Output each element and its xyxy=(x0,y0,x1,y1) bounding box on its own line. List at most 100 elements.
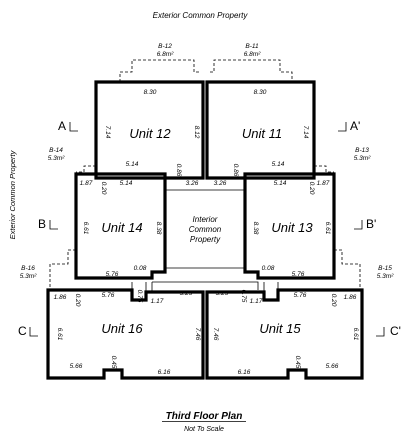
dim-u11-d2: 3.26 xyxy=(214,180,227,187)
dim-u13-b1: 0.08 xyxy=(262,265,275,272)
balcony-b16-area: 5.3m² xyxy=(20,273,37,280)
dim-u14-right: 8.38 xyxy=(155,222,162,235)
unit-12-label: Unit 12 xyxy=(129,126,171,141)
dim-u12-bottom: 5.14 xyxy=(126,161,139,168)
section-c-left-line xyxy=(29,327,38,337)
corridor-detail-right xyxy=(263,282,279,292)
section-marker-a-left: A xyxy=(58,119,66,133)
balcony-b16-name: B-16 xyxy=(21,265,35,272)
balcony-b16-outline xyxy=(49,249,76,290)
dim-u11-bottom: 5.14 xyxy=(272,161,285,168)
dim-u14-tl: 1.87 xyxy=(80,180,93,187)
dim-u15-t1: 3.25 xyxy=(216,290,229,297)
dim-u16-right: 7.46 xyxy=(194,328,201,341)
dim-u13-tr: 1.87 xyxy=(317,180,330,187)
dim-u11-right: 7.14 xyxy=(302,126,309,139)
section-c-right-line xyxy=(376,327,385,337)
dim-u16-tl: 1.86 xyxy=(54,294,67,301)
dim-u12-d2: 3.26 xyxy=(186,180,199,187)
balcony-b14-area: 5.3m² xyxy=(48,155,65,162)
dim-u15-b1: 6.16 xyxy=(238,369,251,376)
balcony-b14-name: B-14 xyxy=(49,147,63,154)
balcony-b12-name: B-12 xyxy=(158,43,172,50)
dim-u13-t1: 5.14 xyxy=(274,180,287,187)
dim-u13-left: 8.38 xyxy=(252,222,259,235)
dim-u15-left: 7.46 xyxy=(212,328,219,341)
balcony-b12-outline xyxy=(119,59,200,82)
dim-u15-b3: 5.66 xyxy=(326,363,339,370)
unit-13-label: Unit 13 xyxy=(271,220,313,235)
exterior-common-property-top-label: Exterior Common Property xyxy=(153,11,249,20)
plan-title: Third Floor Plan xyxy=(166,411,243,422)
corridor-detail-left xyxy=(131,282,153,292)
unit-13-walls xyxy=(243,172,336,280)
balcony-b11-area: 6.8m² xyxy=(244,51,261,58)
section-marker-b-left: B xyxy=(38,217,46,231)
dim-u15-tr: 1.86 xyxy=(344,294,357,301)
dim-u15-b2: 0.45 xyxy=(294,356,301,369)
interior-label-line2: Common xyxy=(189,225,222,234)
dim-u12-left: 7.14 xyxy=(104,126,111,139)
unit-15-label: Unit 15 xyxy=(259,321,301,336)
unit-11-walls xyxy=(205,80,316,180)
dim-u12-right: 8.12 xyxy=(193,126,200,139)
section-marker-c-right: C' xyxy=(390,324,401,338)
interior-common-property-outline xyxy=(152,189,259,290)
dim-u16-left: 6.61 xyxy=(56,328,63,341)
section-marker-c-left: C xyxy=(18,324,27,338)
balcony-b15-outline xyxy=(334,249,361,290)
dim-u13-right: 6.61 xyxy=(324,222,331,235)
dim-u11-top: 8.30 xyxy=(254,89,267,96)
balcony-b14-outline xyxy=(76,165,96,173)
unit-11-label: Unit 11 xyxy=(242,126,282,141)
dim-u14-t1: 0.20 xyxy=(100,182,107,195)
balcony-b13-area: 5.3m² xyxy=(354,155,371,162)
dim-u15-right: 6.61 xyxy=(352,328,359,341)
dim-u14-bottom: 5.76 xyxy=(106,271,119,278)
section-a-left-line xyxy=(69,122,78,132)
section-b-right-line xyxy=(354,220,363,230)
section-marker-a-right: A' xyxy=(350,119,360,133)
balcony-b12-area: 6.8m² xyxy=(157,51,174,58)
section-a-right-line xyxy=(338,122,347,132)
section-marker-b-right: B' xyxy=(366,217,376,231)
dim-u15-t4: 5.76 xyxy=(294,292,307,299)
dim-u16-b3: 6.16 xyxy=(158,369,171,376)
balcony-b11-outline xyxy=(210,59,293,82)
dim-u16-t4: 1.17 xyxy=(151,298,164,305)
dim-u16-b1: 5.66 xyxy=(70,363,83,370)
plan-subtitle: Not To Scale xyxy=(184,426,224,433)
unit-14-walls xyxy=(74,172,167,280)
balcony-b13-outline xyxy=(314,165,334,173)
dim-u14-b1: 0.08 xyxy=(134,265,147,272)
dim-u14-t2: 5.14 xyxy=(120,180,133,187)
dim-u15-t2: 0.75 xyxy=(240,290,247,303)
balcony-b13-name: B-13 xyxy=(355,147,369,154)
dim-u13-t2: 0.20 xyxy=(308,182,315,195)
dim-u14-left: 6.61 xyxy=(82,222,89,235)
dim-u16-t5: 3.25 xyxy=(180,290,193,297)
dim-u16-t2: 5.76 xyxy=(102,292,115,299)
interior-label-line3: Property xyxy=(190,235,221,244)
balcony-b15-area: 5.3m² xyxy=(377,273,394,280)
interior-label-line1: Interior xyxy=(193,215,218,224)
balcony-b15-name: B-15 xyxy=(378,265,392,272)
dim-u11-d1: 0.86 xyxy=(232,164,239,177)
dim-u16-t3: 0.75 xyxy=(136,290,143,303)
dim-u16-b2: 0.45 xyxy=(110,356,117,369)
dim-u15-t5: 0.20 xyxy=(330,294,337,307)
unit-16-walls xyxy=(46,288,205,380)
exterior-common-property-left-label: Exterior Common Property xyxy=(8,149,17,239)
unit-16-label: Unit 16 xyxy=(101,321,143,336)
balcony-b11-name: B-11 xyxy=(245,43,259,50)
dim-u16-t1: 0.20 xyxy=(74,294,81,307)
dim-u12-top: 8.30 xyxy=(144,89,157,96)
section-b-left-line xyxy=(49,220,58,230)
dim-u15-t3: 1.17 xyxy=(250,298,263,305)
unit-14-label: Unit 14 xyxy=(101,220,142,235)
dim-u13-bottom: 5.76 xyxy=(292,271,305,278)
dim-u12-d1: 0.86 xyxy=(175,164,182,177)
unit-12-walls xyxy=(94,80,205,180)
